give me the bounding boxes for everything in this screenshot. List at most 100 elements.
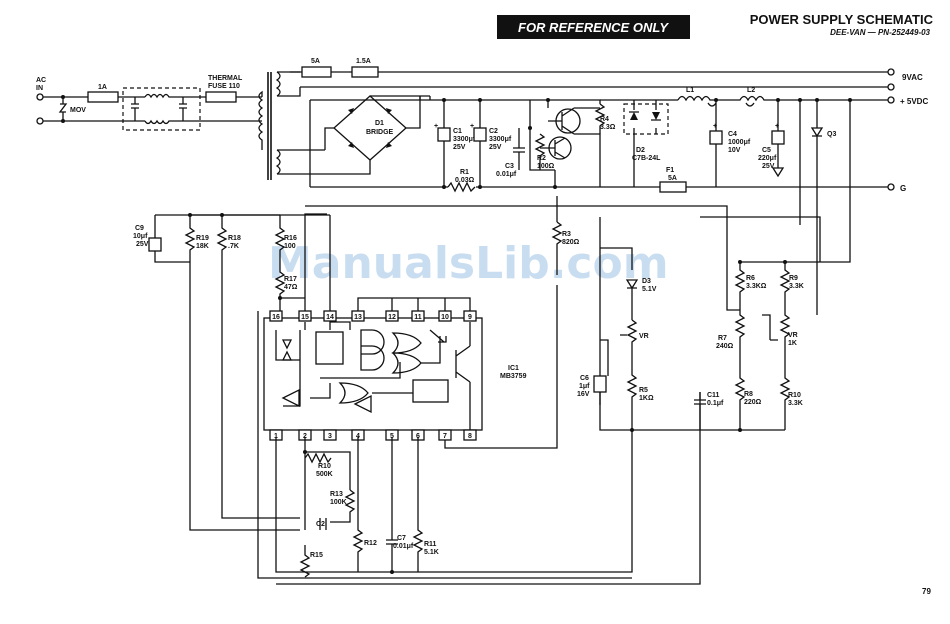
in-label: IN bbox=[36, 85, 43, 92]
ic-pin-label: 10 bbox=[441, 314, 449, 321]
capacitor-c2: + C2 3300μf 25V bbox=[470, 100, 512, 187]
svg-text:+: + bbox=[713, 123, 717, 130]
svg-text:100: 100 bbox=[284, 243, 296, 250]
ic-pin-label: 8 bbox=[468, 433, 472, 440]
svg-text:F1: F1 bbox=[666, 167, 674, 174]
line-filter bbox=[122, 87, 201, 131]
svg-text:3.3K: 3.3K bbox=[788, 400, 803, 407]
svg-text:L2: L2 bbox=[747, 87, 755, 94]
ac-terminal-2 bbox=[36, 117, 44, 125]
svg-text:500K: 500K bbox=[316, 471, 333, 478]
output-filter: L1 L2 + 5VDC + C4 1000μf 10V + C5 220μf … bbox=[677, 87, 928, 315]
svg-text:5A: 5A bbox=[668, 175, 677, 182]
svg-text:R8: R8 bbox=[744, 391, 753, 398]
fuse-5a bbox=[301, 66, 332, 78]
svg-text:10V: 10V bbox=[728, 147, 741, 154]
svg-text:IC1: IC1 bbox=[508, 365, 519, 372]
ic-pin-box bbox=[323, 310, 337, 322]
svg-text:R7: R7 bbox=[718, 335, 727, 342]
svg-text:18K: 18K bbox=[196, 243, 209, 250]
svg-text:C7: C7 bbox=[397, 535, 406, 542]
svg-text:R19: R19 bbox=[196, 235, 209, 242]
svg-text:3300μf: 3300μf bbox=[489, 136, 512, 143]
ac-input-section: AC IN 1A MOV THERMAL FUSE 110 bbox=[36, 75, 262, 131]
fuse-1a-label: 1A bbox=[98, 84, 107, 91]
ic-pin-box bbox=[385, 310, 399, 322]
ic-pin-label: 7 bbox=[443, 433, 447, 440]
svg-text:5.1V: 5.1V bbox=[642, 286, 657, 293]
svg-text:R12: R12 bbox=[364, 540, 377, 547]
svg-text:1KΩ: 1KΩ bbox=[639, 395, 654, 402]
ground-label: G bbox=[900, 184, 906, 193]
ic-pins-bottom: 1 2 3 4 5 6 7 8 bbox=[269, 429, 477, 441]
svg-text:C7B-24L: C7B-24L bbox=[632, 155, 661, 162]
thermal-fuse-label-2: FUSE 110 bbox=[208, 83, 240, 90]
ac-terminal-1 bbox=[36, 93, 44, 101]
svg-text:0.1μf: 0.1μf bbox=[707, 400, 724, 407]
bridge-rectifier: D1 BRIDGE bbox=[324, 95, 430, 175]
svg-text:0.03Ω: 0.03Ω bbox=[455, 177, 475, 184]
vac-output: 5A 1.5A 9VAC bbox=[290, 58, 923, 91]
svg-text:+: + bbox=[775, 123, 779, 130]
svg-text:R18: R18 bbox=[228, 235, 241, 242]
svg-text:R17: R17 bbox=[284, 276, 297, 283]
fuse-1-5a bbox=[351, 66, 379, 78]
svg-text:1μf: 1μf bbox=[579, 383, 590, 390]
ic-pin-box bbox=[438, 310, 452, 322]
svg-text:C5: C5 bbox=[762, 147, 771, 154]
svg-text:L1: L1 bbox=[686, 87, 694, 94]
svg-text:C2: C2 bbox=[316, 521, 325, 528]
reference-banner bbox=[497, 15, 690, 39]
svg-text:25V: 25V bbox=[136, 241, 149, 248]
ic-pin-box bbox=[323, 429, 337, 441]
fuse-1-5a-label: 1.5A bbox=[356, 58, 371, 65]
svg-text:3300μf: 3300μf bbox=[453, 136, 476, 143]
mov-label: MOV bbox=[70, 107, 86, 114]
svg-text:240Ω: 240Ω bbox=[716, 343, 734, 350]
ic-pin-label: 6 bbox=[416, 433, 420, 440]
ic-pin-label: 1 bbox=[274, 433, 278, 440]
svg-text:R10: R10 bbox=[788, 392, 801, 399]
svg-text:0.01μf: 0.01μf bbox=[496, 171, 517, 178]
svg-text:C6: C6 bbox=[580, 375, 589, 382]
ic-pin-label: 4 bbox=[356, 433, 360, 440]
ic-pin-label: 5 bbox=[390, 433, 394, 440]
svg-text:25V: 25V bbox=[762, 163, 775, 170]
thermal-fuse bbox=[205, 91, 237, 103]
svg-text:3.3Ω: 3.3Ω bbox=[600, 124, 616, 131]
svg-text:R10: R10 bbox=[318, 463, 331, 470]
ic-pin-label: 2 bbox=[303, 433, 307, 440]
svg-text:16V: 16V bbox=[577, 391, 590, 398]
ic-pin-label: 12 bbox=[388, 314, 396, 321]
fuse-f1: F1 5A bbox=[659, 167, 687, 193]
ic-pin-box bbox=[463, 429, 477, 441]
svg-text:C11: C11 bbox=[707, 392, 720, 399]
svg-text:VR: VR bbox=[788, 332, 798, 339]
reference-section: D3 5.1V VR C6 1μf 16V R5 1KΩ C11 0.1μf R… bbox=[577, 247, 804, 432]
svg-text:100Ω: 100Ω bbox=[537, 163, 555, 170]
ic-pin-box bbox=[298, 310, 312, 322]
resistor-r3: R3 820Ω bbox=[444, 221, 580, 449]
transformer bbox=[258, 71, 325, 180]
ic-pin-label: 11 bbox=[414, 314, 422, 321]
svg-text:25V: 25V bbox=[453, 144, 466, 151]
svg-text:C9: C9 bbox=[135, 225, 144, 232]
svg-text:R1: R1 bbox=[460, 169, 469, 176]
schematic-subtitle: DEE-VAN — PN-252449-03 bbox=[830, 28, 930, 37]
svg-text:R2: R2 bbox=[537, 155, 546, 162]
svg-text:C2: C2 bbox=[489, 128, 498, 135]
fuse-5a-label: 5A bbox=[311, 58, 320, 65]
svg-text:D2: D2 bbox=[636, 147, 645, 154]
svg-text:0.01μf: 0.01μf bbox=[393, 543, 414, 550]
ic-pin-label: 3 bbox=[328, 433, 332, 440]
svg-text:25V: 25V bbox=[489, 144, 502, 151]
ic-pin-label: 9 bbox=[468, 314, 472, 321]
svg-text:3.3KΩ: 3.3KΩ bbox=[746, 283, 767, 290]
svg-text:.7K: .7K bbox=[228, 243, 239, 250]
bridge-label: BRIDGE bbox=[366, 129, 394, 136]
svg-text:R9: R9 bbox=[789, 275, 798, 282]
ic-pin-box bbox=[438, 429, 452, 441]
svg-text:100K: 100K bbox=[330, 499, 347, 506]
svg-text:R5: R5 bbox=[639, 387, 648, 394]
